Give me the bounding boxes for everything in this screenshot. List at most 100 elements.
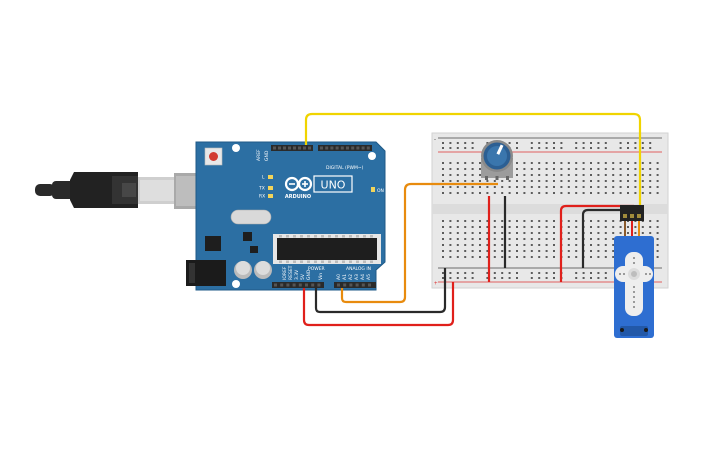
breadboard-hole <box>656 250 659 252</box>
breadboard-hole <box>530 250 533 252</box>
breadboard-hole <box>449 186 452 188</box>
breadboard-hole <box>627 226 629 228</box>
breadboard-hole <box>612 226 615 228</box>
breadboard-hole <box>471 180 474 182</box>
breadboard-hole <box>634 142 637 144</box>
breadboard-hole <box>516 162 518 164</box>
breadboard-hole <box>656 244 659 246</box>
breadboard-hole <box>619 162 622 164</box>
breadboard-hole <box>545 244 548 246</box>
chip-pin <box>321 235 324 238</box>
breadboard-hole <box>597 238 600 240</box>
breadboard-hole <box>456 238 459 240</box>
breadboard-hole <box>442 220 444 222</box>
chip-pin <box>314 260 317 263</box>
reset-button-icon[interactable] <box>204 147 223 166</box>
a4-label: A4 <box>360 274 366 280</box>
breadboard-hole <box>479 174 481 176</box>
chip-pin <box>307 260 310 263</box>
header-hole <box>288 146 291 150</box>
potentiometer-icon[interactable] <box>481 140 513 180</box>
breadboard-hole <box>530 147 533 149</box>
breadboard-hole <box>590 272 592 274</box>
breadboard-hole <box>523 226 526 228</box>
breadboard-hole <box>442 180 444 182</box>
a2-label: A2 <box>348 274 354 280</box>
breadboard-hole <box>656 174 659 176</box>
header-hole <box>349 283 353 287</box>
breadboard-hole <box>538 180 541 182</box>
header-hole <box>274 283 277 287</box>
breadboard-hole <box>612 244 615 246</box>
breadboard-hole <box>464 180 467 182</box>
breadboard-hole <box>486 232 489 234</box>
breadboard-hole <box>479 250 481 252</box>
breadboard-hole <box>523 180 526 182</box>
breadboard-hole <box>471 186 474 188</box>
breadboard-hole <box>538 250 541 252</box>
breadboard-hole <box>627 186 629 188</box>
breadboard-hole <box>508 220 511 222</box>
breadboard-hole <box>456 168 459 170</box>
breadboard-hole <box>641 226 644 228</box>
breadboard-hole <box>523 232 526 234</box>
breadboard-hole <box>456 226 459 228</box>
arduino-logo: UNO ARDUINO <box>285 175 353 200</box>
breadboard-hole <box>575 142 578 144</box>
breadboard-hole <box>604 180 607 182</box>
breadboard-hole <box>545 180 548 182</box>
breadboard-hole <box>464 174 467 176</box>
v5-label: 5V <box>300 273 306 280</box>
breadboard-hole <box>597 168 600 170</box>
rx-led <box>268 194 273 198</box>
breadboard-hole <box>501 232 504 234</box>
breadboard-hole <box>516 272 518 274</box>
breadboard-hole <box>575 174 578 176</box>
breadboard-hole <box>493 232 496 234</box>
breadboard-hole <box>545 186 548 188</box>
capacitor <box>254 261 272 279</box>
breadboard-hole <box>553 256 555 258</box>
breadboard-hole <box>456 180 459 182</box>
breadboard-hole <box>575 272 578 274</box>
breadboard-hole <box>486 226 489 228</box>
breadboard-hole <box>464 277 467 279</box>
wire-orange <box>340 182 498 304</box>
breadboard-hole <box>590 244 592 246</box>
breadboard-hole <box>530 277 533 279</box>
breadboard-hole <box>442 192 444 194</box>
breadboard-hole <box>516 220 518 222</box>
breadboard-hole <box>582 272 585 274</box>
breadboard-hole <box>634 147 637 149</box>
breadboard-hole <box>530 256 533 258</box>
breadboard-hole <box>442 256 444 258</box>
breadboard-hole <box>575 226 578 228</box>
header-hole <box>305 283 308 287</box>
breadboard-hole <box>538 168 541 170</box>
chip-pin <box>370 235 373 238</box>
breadboard-hole <box>545 256 548 258</box>
servo-horn-hole <box>633 286 635 288</box>
power-header <box>272 282 324 288</box>
breadboard-hole <box>464 192 467 194</box>
breadboard-hole <box>634 162 637 164</box>
breadboard-hole <box>567 250 570 252</box>
breadboard-hole <box>560 142 563 144</box>
breadboard-hole <box>442 226 444 228</box>
breadboard-hole <box>523 238 526 240</box>
breadboard-hole <box>575 186 578 188</box>
reset-label: RESET <box>288 265 294 280</box>
breadboard-hole <box>486 238 489 240</box>
on-led <box>371 187 375 192</box>
breadboard-hole <box>582 162 585 164</box>
breadboard-hole <box>604 192 607 194</box>
servo-motor-icon[interactable] <box>614 205 654 338</box>
breadboard-hole <box>501 250 504 252</box>
breadboard-hole <box>471 238 474 240</box>
breadboard-hole <box>627 192 629 194</box>
breadboard-hole <box>538 244 541 246</box>
breadboard-hole <box>530 238 533 240</box>
breadboard-hole <box>634 192 637 194</box>
breadboard-hole <box>508 250 511 252</box>
